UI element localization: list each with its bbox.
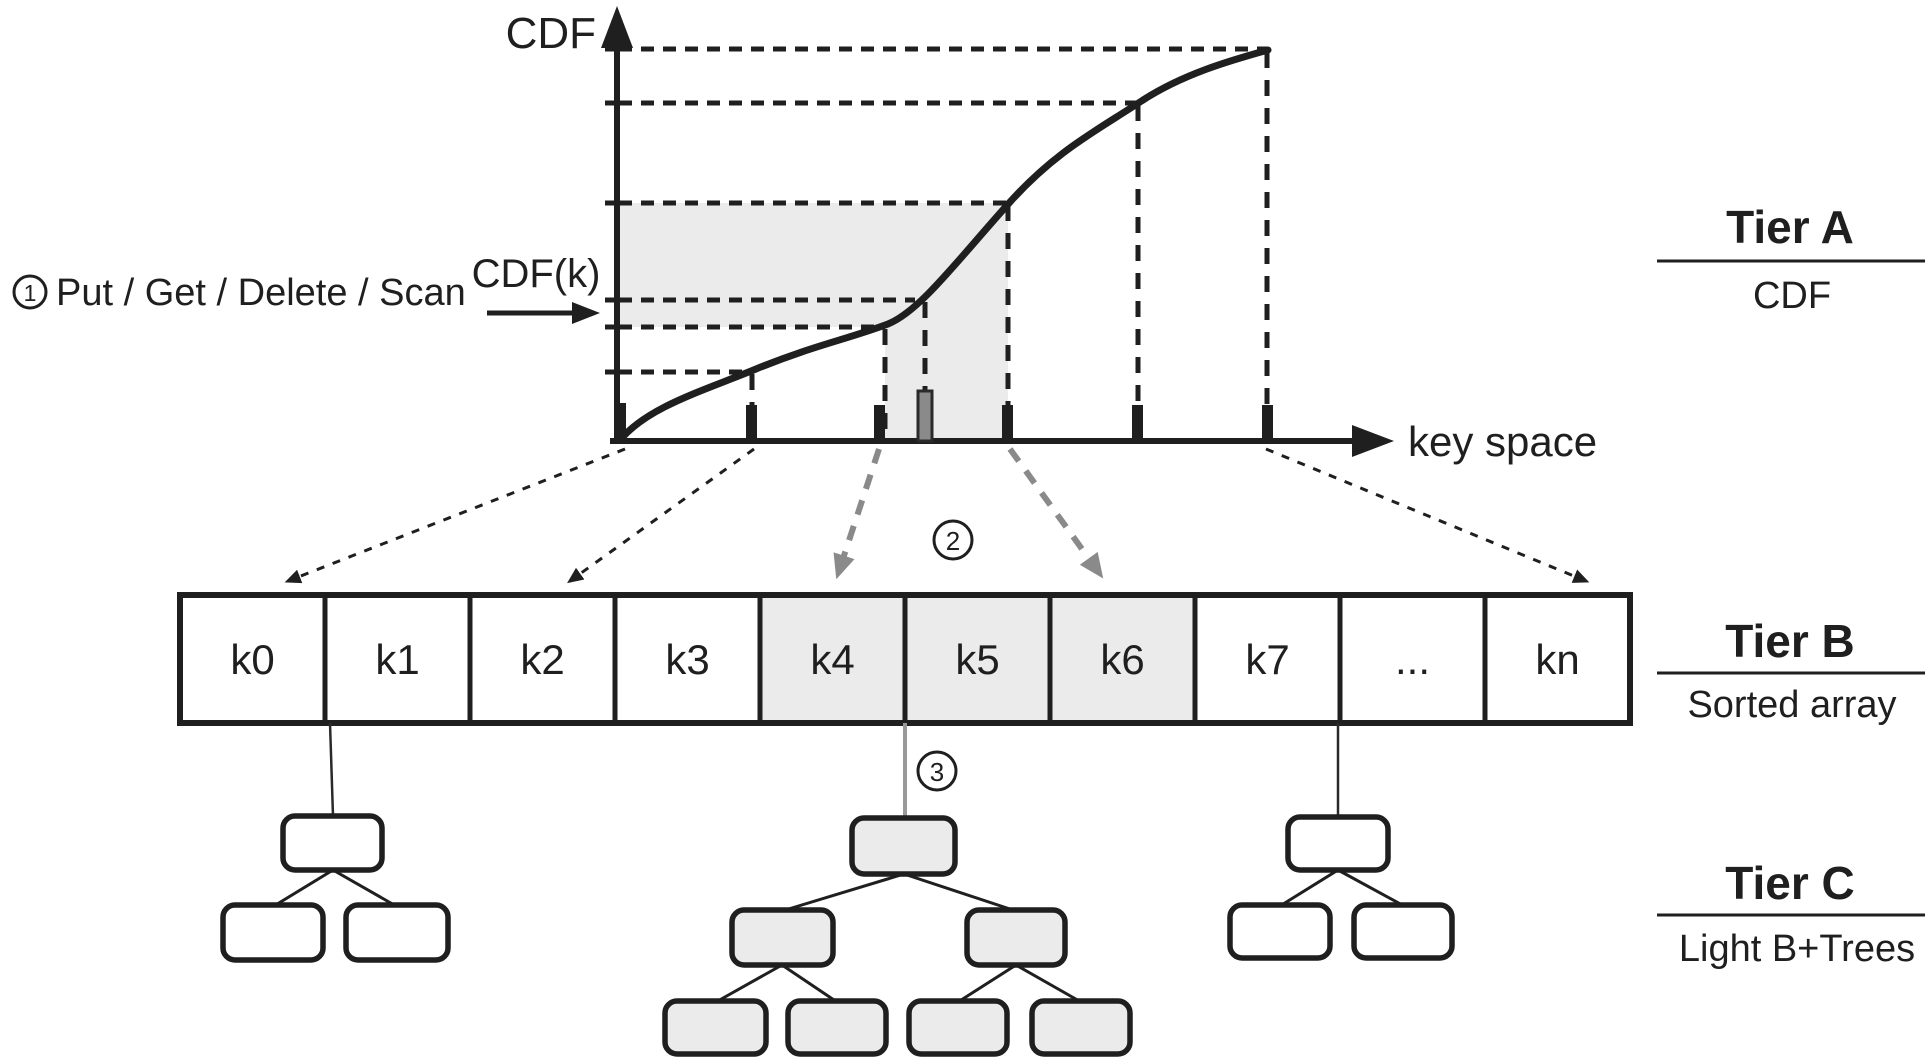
cdf-k-arrow-head-icon — [572, 302, 600, 324]
x-axis-label: key space — [1408, 418, 1597, 465]
tree-node — [1227, 902, 1333, 961]
btree-right — [1227, 723, 1455, 961]
step3-badge — [916, 750, 958, 792]
tier-a-title: Tier A — [1726, 201, 1854, 253]
tier-c-title: Tier C — [1725, 857, 1855, 909]
array-cell-label: k5 — [955, 636, 999, 683]
array-cell-label: ... — [1395, 636, 1430, 683]
array-cell-label: k2 — [520, 636, 564, 683]
array-cell-label: k1 — [375, 636, 419, 683]
array-cell-label: k3 — [665, 636, 709, 683]
array-cell-label: k7 — [1245, 636, 1289, 683]
key-tick — [614, 403, 626, 441]
array-cell — [757, 592, 908, 726]
step3-number: 3 — [930, 757, 944, 787]
tree-node — [280, 813, 385, 873]
tree-node-accessed — [906, 998, 1010, 1057]
tree-node — [220, 902, 326, 963]
tier-c-subtitle: Light B+Trees — [1679, 928, 1915, 970]
cdf-plot: CDF key space CDF(k) — [472, 6, 1597, 465]
array-cell-label: k6 — [1100, 636, 1144, 683]
step1-badge — [12, 274, 48, 310]
tree-node-accessed — [729, 907, 836, 968]
shaded-region-key-range — [885, 327, 1008, 441]
tier-legend: Tier A CDF Tier B Sorted array Tier C Li… — [1657, 201, 1925, 970]
step2-number: 2 — [946, 526, 960, 556]
y-axis-arrow-icon — [601, 6, 633, 48]
cdf-curve — [616, 46, 1272, 444]
sorted-array: k0 k1 k2 k3 k4 k5 k6 k7... kn — [177, 592, 1633, 726]
tree-node — [1285, 814, 1391, 873]
tree-node-accessed — [662, 998, 769, 1057]
step2-badge — [932, 519, 974, 561]
predicted-range-arrow-left — [833, 448, 882, 580]
range-connector-right — [1265, 447, 1590, 583]
array-cell-label: k4 — [810, 636, 854, 683]
tree-node-accessed — [964, 907, 1068, 968]
shaded-region-cdf-range — [619, 203, 1008, 327]
tree-node-accessed — [849, 815, 958, 877]
key-tick — [1002, 405, 1013, 441]
cdf-k-label: CDF(k) — [472, 252, 601, 296]
key-tick — [874, 405, 885, 441]
array-cell-label: k0 — [230, 636, 274, 683]
step1-number: 1 — [24, 280, 37, 306]
btree-middle-accessed: 3 — [662, 723, 1133, 1057]
array-cell — [1192, 592, 1343, 726]
tier-a-subtitle: CDF — [1753, 275, 1831, 317]
btree-left — [220, 722, 451, 963]
range-connector-mid — [567, 447, 755, 584]
key-tick — [1262, 405, 1273, 441]
chart-to-array-connectors: 2 — [284, 447, 1590, 584]
y-axis-label: CDF — [506, 9, 596, 58]
step1-operations: 1 Put / Get / Delete / Scan — [12, 272, 466, 314]
x-axis-arrow-icon — [1352, 425, 1394, 457]
tree-node — [1351, 902, 1455, 961]
range-connector-left — [284, 447, 626, 584]
tree-node — [343, 902, 451, 963]
array-to-tree-link — [328, 722, 335, 817]
key-tick — [746, 405, 757, 441]
operations-label: Put / Get / Delete / Scan — [56, 272, 466, 314]
query-key-tick — [916, 389, 934, 443]
array-cell-label: kn — [1535, 636, 1579, 683]
tree-node-accessed — [1029, 998, 1133, 1057]
tier-b-subtitle: Sorted array — [1687, 684, 1896, 726]
key-tick — [1132, 405, 1143, 441]
tier-b-title: Tier B — [1725, 615, 1855, 667]
predicted-range-arrow-right — [1007, 447, 1104, 579]
tree-node-accessed — [785, 998, 889, 1057]
